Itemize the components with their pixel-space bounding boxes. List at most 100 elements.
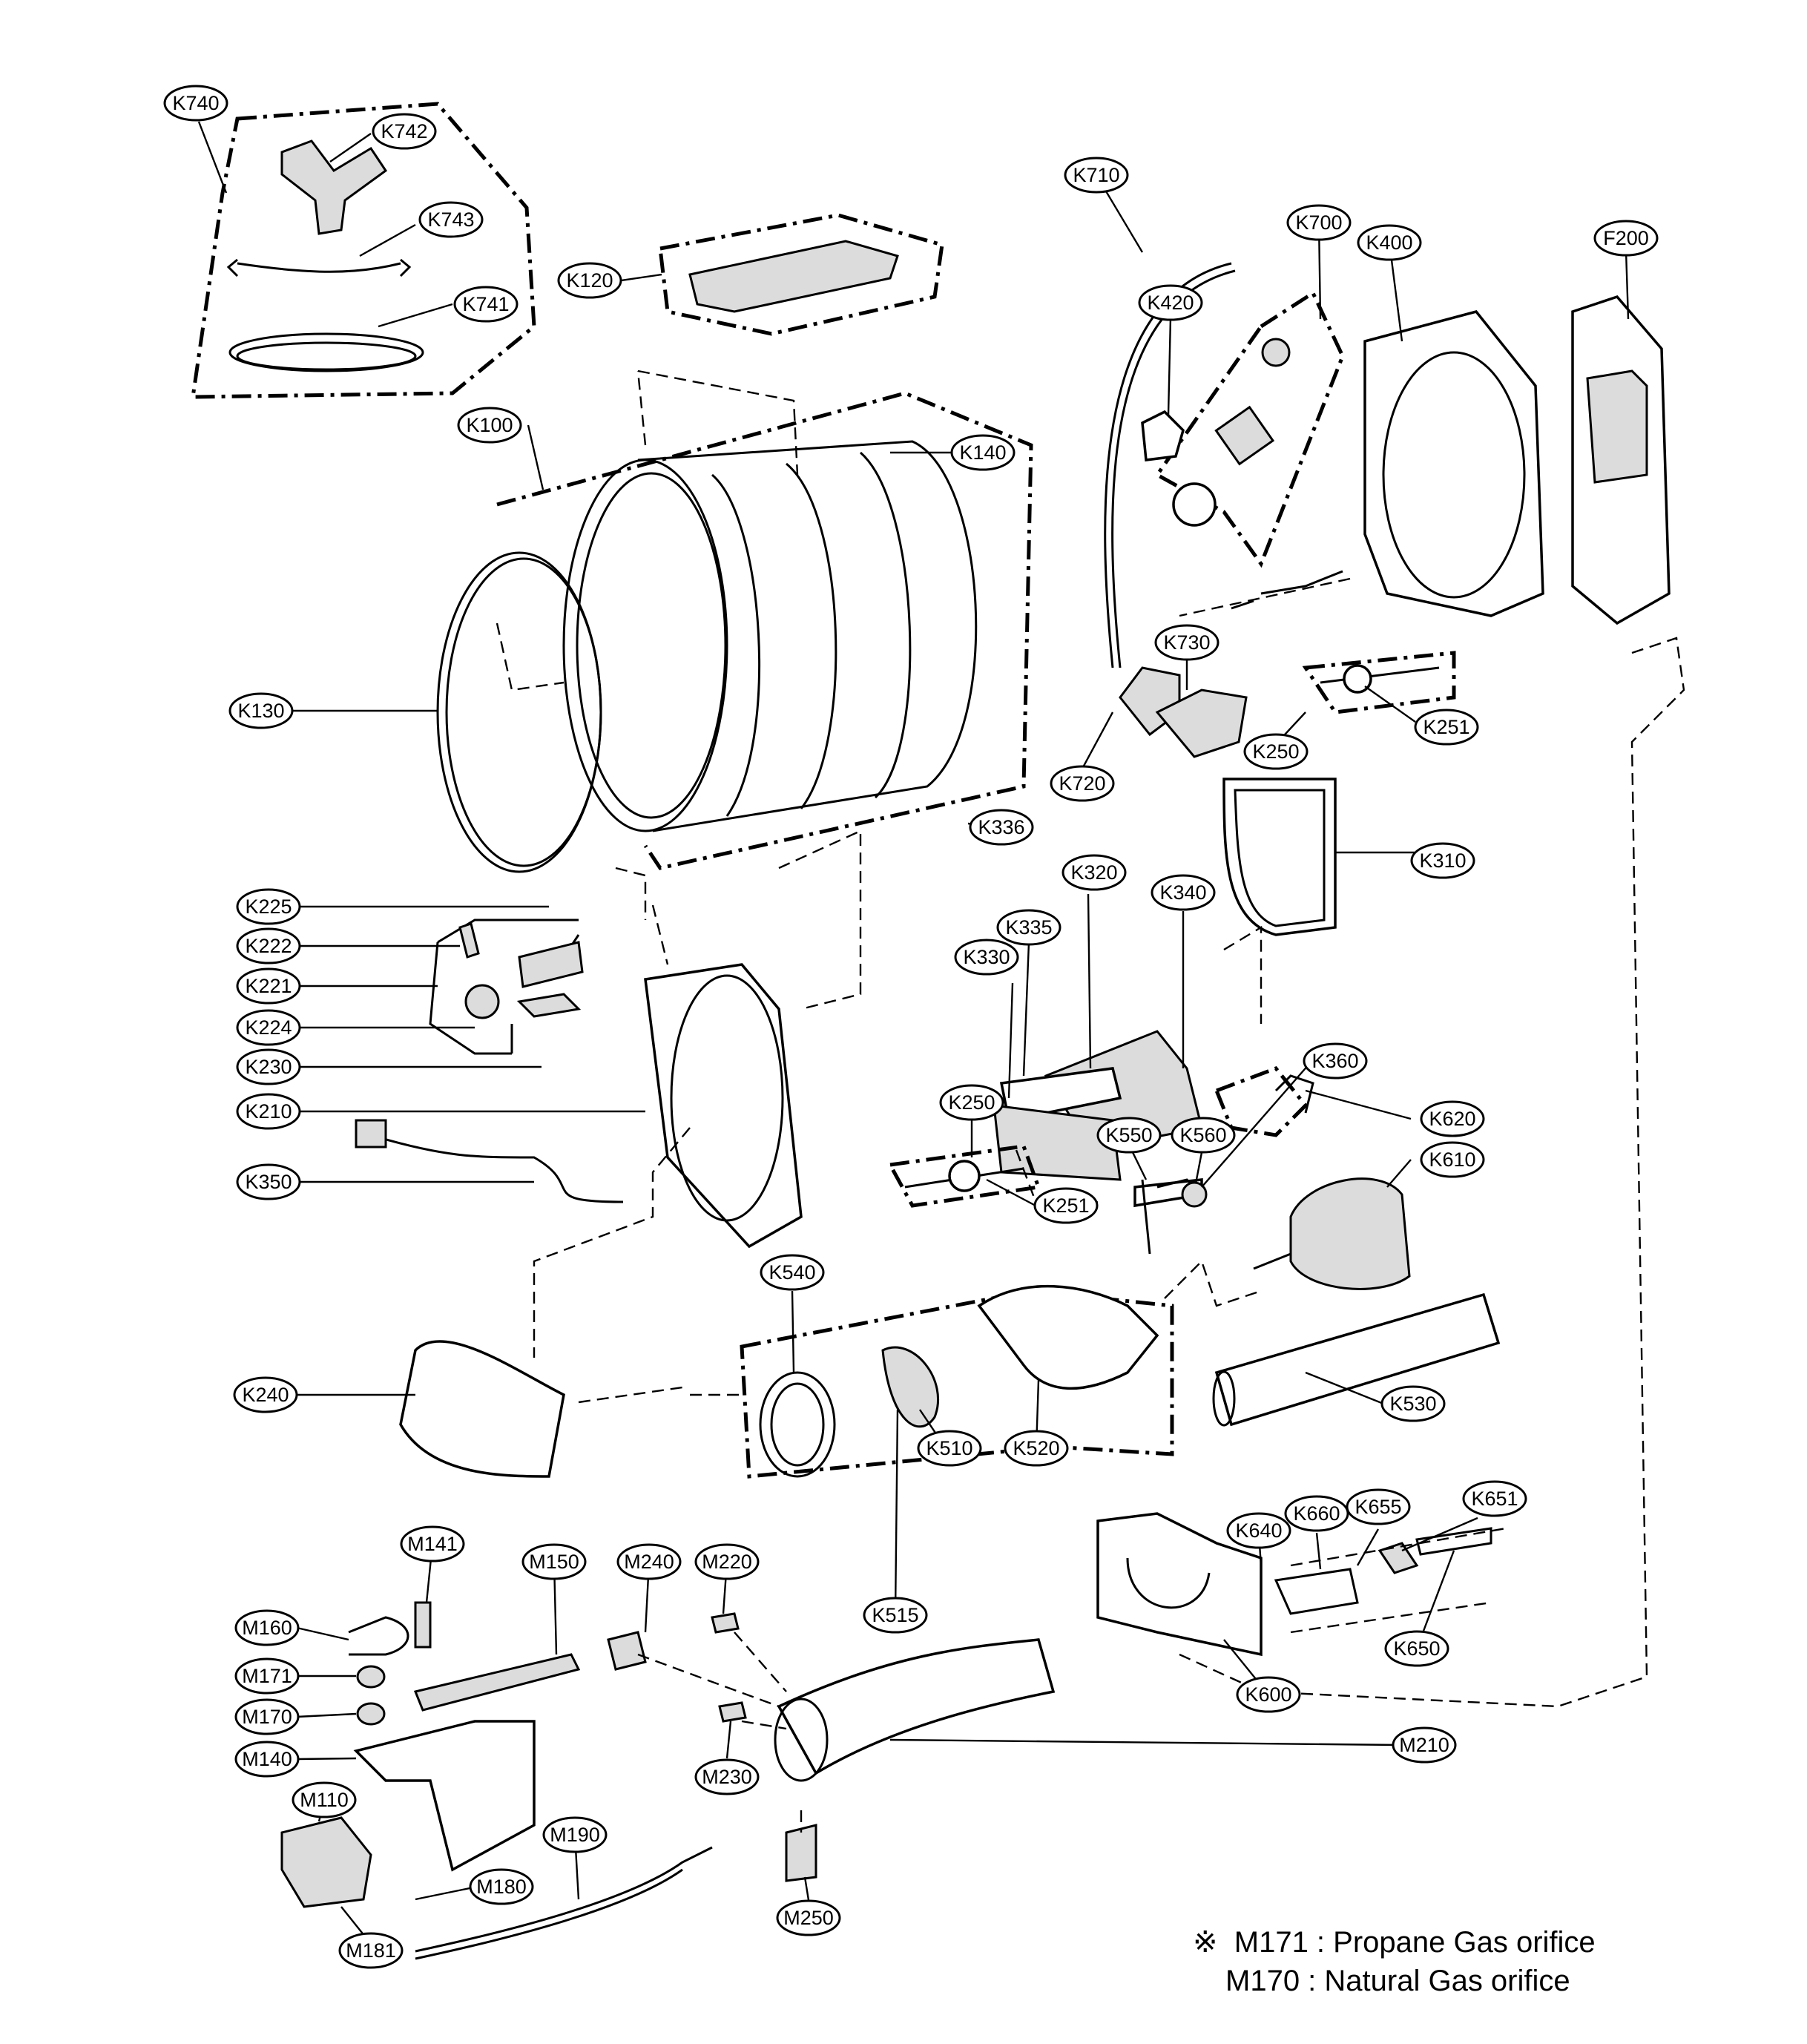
- callout-k224: K224: [236, 1009, 301, 1046]
- callout-text: K655: [1355, 1496, 1401, 1518]
- callout-text: K221: [245, 975, 292, 997]
- m150-burner-tube-part: [413, 1653, 581, 1712]
- lamp-group-outline: [429, 919, 580, 1055]
- callout-k651: K651: [1462, 1480, 1527, 1517]
- callout-k540: K540: [760, 1254, 825, 1291]
- callout-k520: K520: [1004, 1430, 1069, 1467]
- callout-m170: M170: [234, 1698, 300, 1735]
- callout-text: K650: [1393, 1637, 1440, 1660]
- callout-text: K330: [963, 946, 1010, 968]
- callout-text: M170: [242, 1706, 292, 1728]
- callout-text: K350: [245, 1171, 292, 1193]
- callout-k400: K400: [1357, 224, 1422, 261]
- callout-text: K560: [1179, 1124, 1226, 1146]
- callout-text: K710: [1073, 164, 1119, 186]
- k620-clip-part: [1274, 1074, 1314, 1114]
- drum-front-rim: [562, 459, 728, 832]
- callout-text: F200: [1603, 227, 1649, 249]
- k250-lower-group-outline: [887, 1144, 1041, 1208]
- hose-kit-group-outline: [191, 102, 536, 399]
- m220-thermostat-part: [711, 1612, 740, 1634]
- m210-combustion-chamber-part: [777, 1638, 1056, 1775]
- callout-text: K520: [1013, 1437, 1059, 1459]
- callout-k620: K620: [1420, 1100, 1485, 1137]
- callout-k225: K225: [236, 888, 301, 925]
- k400-front-bulkhead-part: [1363, 310, 1544, 617]
- callout-m110: M110: [292, 1781, 357, 1818]
- callout-text: K550: [1105, 1124, 1152, 1146]
- callout-text: K251: [1423, 716, 1469, 738]
- callout-k330: K330: [954, 939, 1019, 976]
- callout-text: K515: [872, 1604, 918, 1626]
- callout-m240: M240: [616, 1543, 682, 1580]
- callout-text: K720: [1059, 772, 1105, 795]
- callout-k350: K350: [236, 1163, 301, 1200]
- callout-m250: M250: [776, 1899, 841, 1936]
- callout-text: M190: [550, 1824, 600, 1846]
- callout-k130: K130: [228, 692, 294, 729]
- callout-k650: K650: [1384, 1630, 1449, 1667]
- callout-text: K230: [245, 1056, 292, 1078]
- k250-upper-group-outline: [1302, 651, 1456, 714]
- callout-text: M160: [242, 1617, 292, 1639]
- callout-m220: M220: [694, 1543, 760, 1580]
- callout-k510: K510: [917, 1430, 982, 1467]
- callout-text: K130: [237, 700, 284, 722]
- callout-k610: K610: [1420, 1141, 1485, 1178]
- callout-k251: K251: [1033, 1187, 1099, 1224]
- callout-k240: K240: [233, 1376, 298, 1413]
- callout-m190: M190: [542, 1816, 608, 1853]
- callout-k640: K640: [1226, 1512, 1291, 1549]
- callout-text: M210: [1399, 1734, 1449, 1756]
- k610-motor-part: [1289, 1177, 1411, 1290]
- k600-motor-mount-part: [1096, 1512, 1263, 1657]
- k540-seal-part: [759, 1371, 836, 1478]
- callout-text: M171: [242, 1665, 292, 1687]
- short-hose-part: [237, 262, 401, 273]
- k120-group-outline: [658, 213, 944, 336]
- m110-gas-valve-part: [280, 1816, 372, 1908]
- note-natural: M170 : Natural Gas orifice: [1225, 1965, 1570, 1997]
- callout-k230: K230: [236, 1048, 301, 1085]
- k651-pulley-part: [1378, 1542, 1419, 1574]
- callout-k221: K221: [236, 967, 301, 1005]
- callout-k515: K515: [863, 1597, 928, 1634]
- drum-group-outline: [496, 391, 1033, 870]
- callout-text: K600: [1245, 1683, 1291, 1706]
- callout-text: M250: [783, 1907, 834, 1929]
- m250-bracket-part: [785, 1824, 817, 1882]
- callout-k310: K310: [1410, 842, 1475, 879]
- callout-k340: K340: [1151, 874, 1216, 911]
- callout-text: K742: [381, 120, 427, 142]
- callout-k320: K320: [1062, 854, 1127, 891]
- callout-text: K640: [1235, 1519, 1282, 1542]
- callout-k250: K250: [1243, 733, 1309, 770]
- callout-text: K210: [245, 1100, 292, 1123]
- callout-m140: M140: [234, 1741, 300, 1778]
- callout-labels: K740K742K743K741K120K100K140K130K710K700…: [163, 85, 1659, 1969]
- long-hose-coil-part: [228, 332, 424, 372]
- k560-thermostat-part: [1181, 1181, 1208, 1208]
- callout-text: K310: [1419, 850, 1466, 872]
- k510-blower-wheel-part: [881, 1346, 940, 1428]
- callout-text: K743: [427, 208, 474, 231]
- callout-text: M240: [624, 1551, 674, 1573]
- callout-f200: F200: [1593, 220, 1659, 257]
- drum-ribs: [711, 451, 912, 817]
- callout-k251: K251: [1414, 709, 1479, 746]
- callout-text: K620: [1429, 1108, 1475, 1130]
- k350-harness-part: [370, 1134, 624, 1203]
- k420-bracket-part: [1141, 410, 1185, 461]
- m240-bracket-part: [607, 1631, 647, 1671]
- callout-text: K224: [245, 1016, 292, 1039]
- callout-m180: M180: [469, 1868, 534, 1905]
- m171-orifice-part: [356, 1665, 386, 1689]
- callout-text: K530: [1389, 1393, 1436, 1415]
- callout-text: K340: [1159, 881, 1206, 904]
- callout-m230: M230: [694, 1758, 760, 1795]
- callout-text: K225: [245, 896, 292, 918]
- k520-blower-housing-part: [977, 1284, 1159, 1390]
- k730-valve-part: [1155, 689, 1248, 758]
- callout-text: K140: [959, 441, 1006, 464]
- callout-k336: K336: [969, 809, 1034, 846]
